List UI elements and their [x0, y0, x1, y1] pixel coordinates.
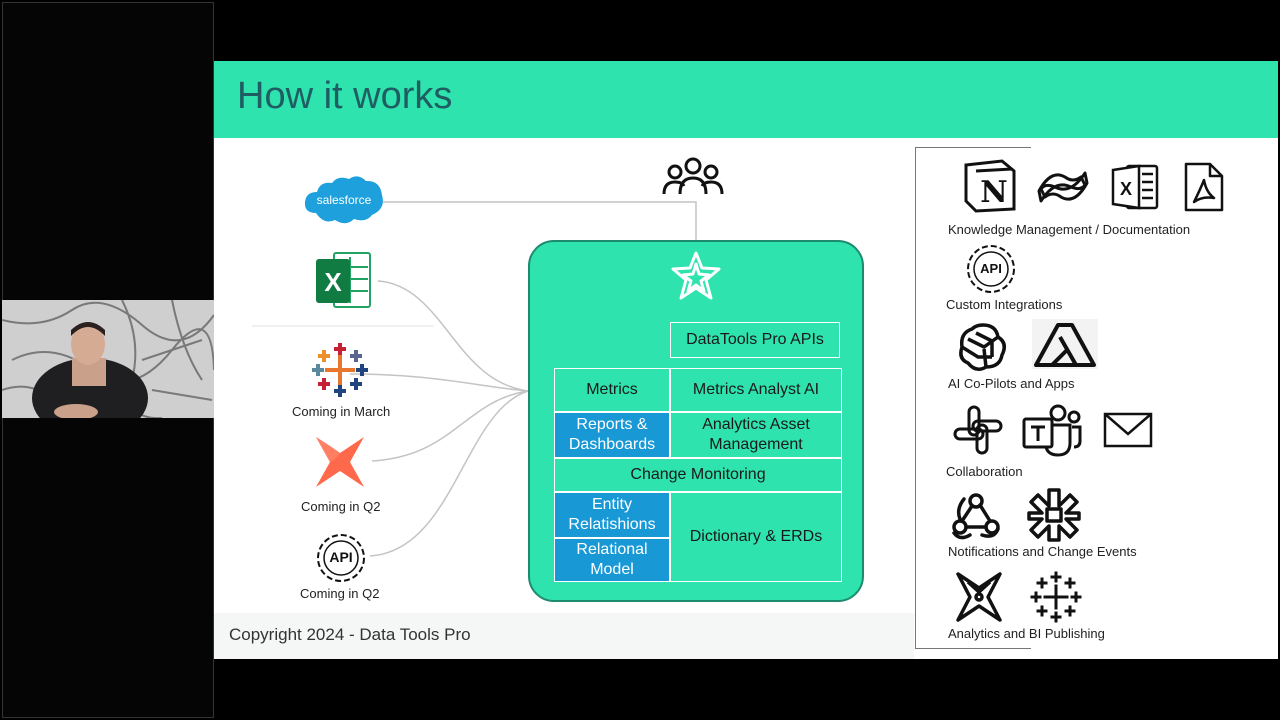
change-monitoring-cell: Change Monitoring [554, 458, 842, 492]
entity-line1: Entity [591, 496, 632, 513]
integration-caption-ai: AI Co-Pilots and Apps [948, 376, 1075, 391]
metrics-cell: Metrics [554, 368, 670, 412]
svg-text:X: X [1120, 179, 1132, 199]
datatools-pro-apis: DataTools Pro APIs [670, 322, 840, 358]
pdf-icon [1184, 162, 1224, 212]
entity-relationships-cell: Entity Relatishions [554, 492, 670, 538]
salesforce-icon [304, 176, 383, 224]
integration-caption-analytics: Analytics and BI Publishing [948, 626, 1105, 641]
source-salesforce: salesforce [302, 173, 386, 231]
dictionary-erds-cell: Dictionary & ERDs [670, 492, 842, 582]
source-tableau [310, 341, 370, 399]
openai-icon [959, 323, 1006, 371]
api-gear-icon [317, 534, 365, 582]
relational-line1: Relational [576, 541, 648, 558]
dbt-outline-icon [956, 572, 1002, 622]
presenter-webcam [2, 300, 214, 418]
copyright-text: Copyright 2024 - Data Tools Pro [229, 625, 471, 644]
source-dbt-caption: Coming in Q2 [301, 499, 381, 514]
tableau-icon [312, 343, 368, 397]
tableau-outline-icon [1030, 571, 1082, 623]
slide-title: How it works [237, 75, 453, 117]
excel-icon: X [316, 252, 371, 308]
api-badge-text: API [329, 549, 353, 565]
asset-line2: Management [709, 436, 803, 453]
excel-outline-icon: X [1111, 164, 1159, 210]
dbt-icon [316, 437, 364, 487]
metrics-analyst-ai-cell: Metrics Analyst AI [670, 368, 842, 412]
entity-line2: Relatishions [568, 516, 656, 533]
teams-icon [1022, 404, 1082, 457]
api-gear-text: API [980, 261, 1002, 276]
slack-icon [953, 405, 1003, 455]
zapier-icon [1027, 488, 1081, 542]
source-excel: X [314, 249, 374, 311]
source-api: API [314, 531, 368, 585]
azure-icon [1032, 319, 1098, 369]
salesforce-logo-text: salesforce [316, 193, 372, 207]
api-gear-icon [967, 245, 1015, 293]
relational-line2: Model [590, 561, 634, 578]
source-tableau-caption: Coming in March [292, 404, 391, 419]
notion-icon: N [964, 159, 1016, 213]
source-dbt [310, 433, 370, 491]
reports-dashboards-cell: Reports & Dashboards [554, 412, 670, 458]
integrations-bracket [915, 147, 1031, 649]
source-api-caption: Coming in Q2 [300, 586, 380, 601]
svg-text:N: N [980, 175, 1007, 210]
webhook-icon [952, 493, 1000, 540]
confluence-icon [1037, 171, 1089, 203]
reports-line1: Reports & [576, 416, 648, 433]
datatools-pro-core: DataTools Pro APIs Metrics Metrics Analy… [528, 240, 864, 602]
relational-model-cell: Relational Model [554, 538, 670, 582]
integration-caption-custom: Custom Integrations [946, 297, 1063, 312]
integration-caption-collaboration: Collaboration [946, 464, 1023, 479]
slide-header: How it works [214, 61, 1278, 138]
users-icon [662, 157, 724, 195]
presenter-video-image [2, 300, 214, 418]
datatools-logo-icon [671, 251, 721, 300]
asset-line1: Analytics Asset [702, 416, 810, 433]
connector-lines [252, 201, 697, 557]
mail-icon [1103, 412, 1153, 448]
svg-text:X: X [324, 267, 342, 297]
slide: How it works Copyright 2024 - Data Tools… [214, 61, 1278, 659]
analytics-asset-management-cell: Analytics Asset Management [670, 412, 842, 458]
integration-caption-notifications: Notifications and Change Events [948, 544, 1137, 559]
slide-footer: Copyright 2024 - Data Tools Pro [214, 613, 914, 659]
integration-caption-knowledge: Knowledge Management / Documentation [948, 222, 1191, 237]
reports-line2: Dashboards [568, 436, 656, 453]
